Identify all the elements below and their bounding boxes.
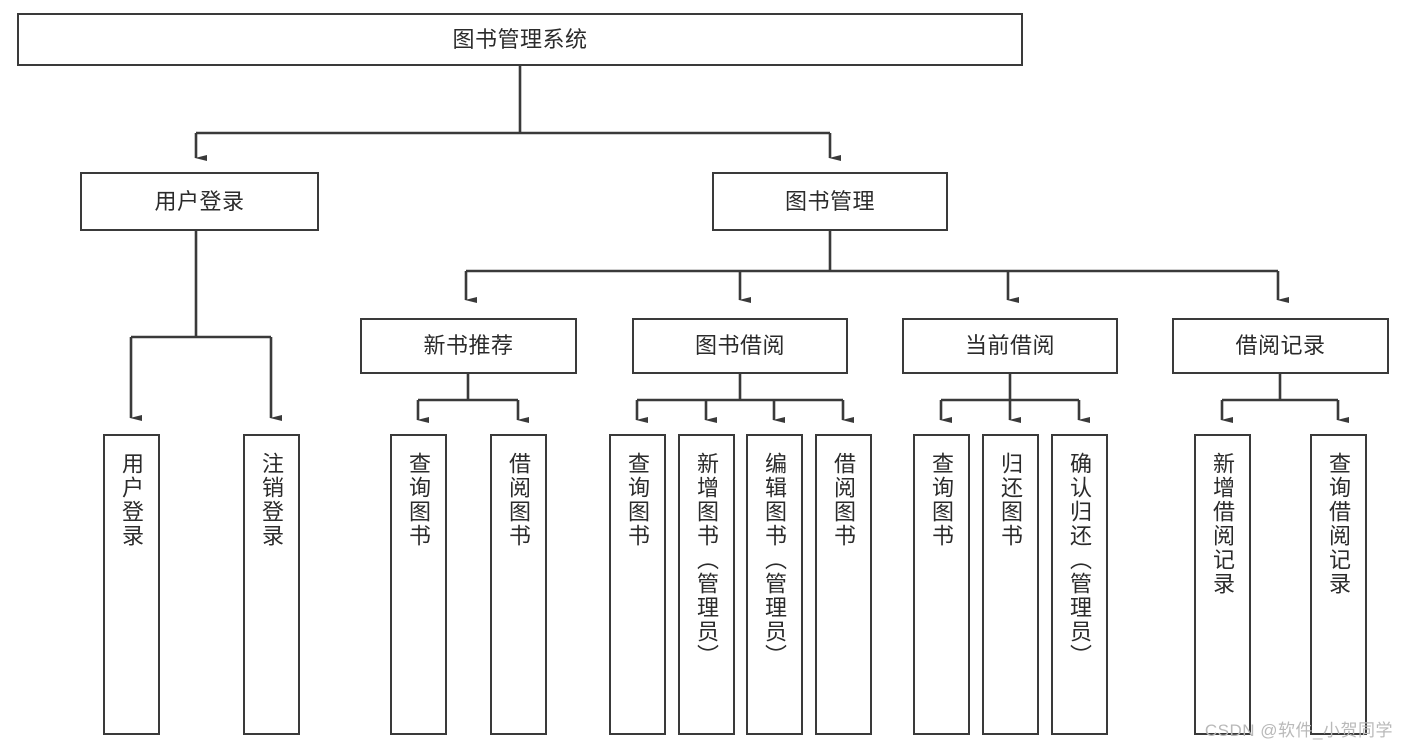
node-user-login-label: 用户登录 — [154, 188, 245, 214]
leaf-query-borrow-record[interactable]: 查询借阅记录 — [1310, 434, 1367, 735]
leaf-user-login[interactable]: 用户登录 — [103, 434, 160, 735]
leaf-borrow-book-recommend-label: 借阅图书 — [506, 452, 532, 548]
leaf-query-book-recommend-label: 查询图书 — [406, 452, 432, 548]
node-new-book-recommend[interactable]: 新书推荐 — [360, 318, 577, 374]
leaf-query-book-recommend[interactable]: 查询图书 — [390, 434, 447, 735]
node-current-borrow[interactable]: 当前借阅 — [902, 318, 1118, 374]
leaf-query-book-current-label: 查询图书 — [929, 452, 955, 548]
leaf-query-borrow-record-label: 查询借阅记录 — [1326, 452, 1352, 596]
node-new-book-recommend-label: 新书推荐 — [423, 333, 514, 359]
leaf-query-book-borrow[interactable]: 查询图书 — [609, 434, 666, 735]
leaf-borrow-book-recommend[interactable]: 借阅图书 — [490, 434, 547, 735]
leaf-logout-label: 注销登录 — [259, 452, 285, 548]
leaf-user-login-label: 用户登录 — [119, 452, 145, 548]
node-book-borrow-label: 图书借阅 — [694, 333, 785, 359]
leaf-add-borrow-record-label: 新增借阅记录 — [1210, 452, 1236, 596]
node-borrow-records[interactable]: 借阅记录 — [1172, 318, 1389, 374]
leaf-query-book-current[interactable]: 查询图书 — [913, 434, 970, 735]
leaf-return-book[interactable]: 归还图书 — [982, 434, 1039, 735]
leaf-logout[interactable]: 注销登录 — [243, 434, 300, 735]
leaf-query-book-borrow-label: 查询图书 — [625, 452, 651, 548]
leaf-confirm-return-admin-label: 确认归还（管理员） — [1067, 452, 1093, 668]
node-borrow-records-label: 借阅记录 — [1235, 333, 1326, 359]
leaf-add-borrow-record[interactable]: 新增借阅记录 — [1194, 434, 1251, 735]
node-current-borrow-label: 当前借阅 — [964, 333, 1055, 359]
node-root[interactable]: 图书管理系统 — [17, 13, 1023, 66]
watermark-text: CSDN @软件_小贺同学 — [1204, 721, 1393, 740]
node-book-borrow[interactable]: 图书借阅 — [632, 318, 848, 374]
leaf-edit-book-admin-label: 编辑图书（管理员） — [762, 452, 788, 668]
leaf-borrow-book-label: 借阅图书 — [831, 452, 857, 548]
node-root-label: 图书管理系统 — [452, 26, 588, 52]
leaf-add-book-admin[interactable]: 新增图书（管理员） — [678, 434, 735, 735]
node-user-login[interactable]: 用户登录 — [80, 172, 319, 231]
leaf-return-book-label: 归还图书 — [998, 452, 1024, 548]
leaf-add-book-admin-label: 新增图书（管理员） — [694, 452, 720, 668]
node-book-management-label: 图书管理 — [784, 188, 875, 214]
leaf-edit-book-admin[interactable]: 编辑图书（管理员） — [746, 434, 803, 735]
leaf-confirm-return-admin[interactable]: 确认归还（管理员） — [1051, 434, 1108, 735]
node-book-management[interactable]: 图书管理 — [712, 172, 948, 231]
leaf-borrow-book[interactable]: 借阅图书 — [815, 434, 872, 735]
